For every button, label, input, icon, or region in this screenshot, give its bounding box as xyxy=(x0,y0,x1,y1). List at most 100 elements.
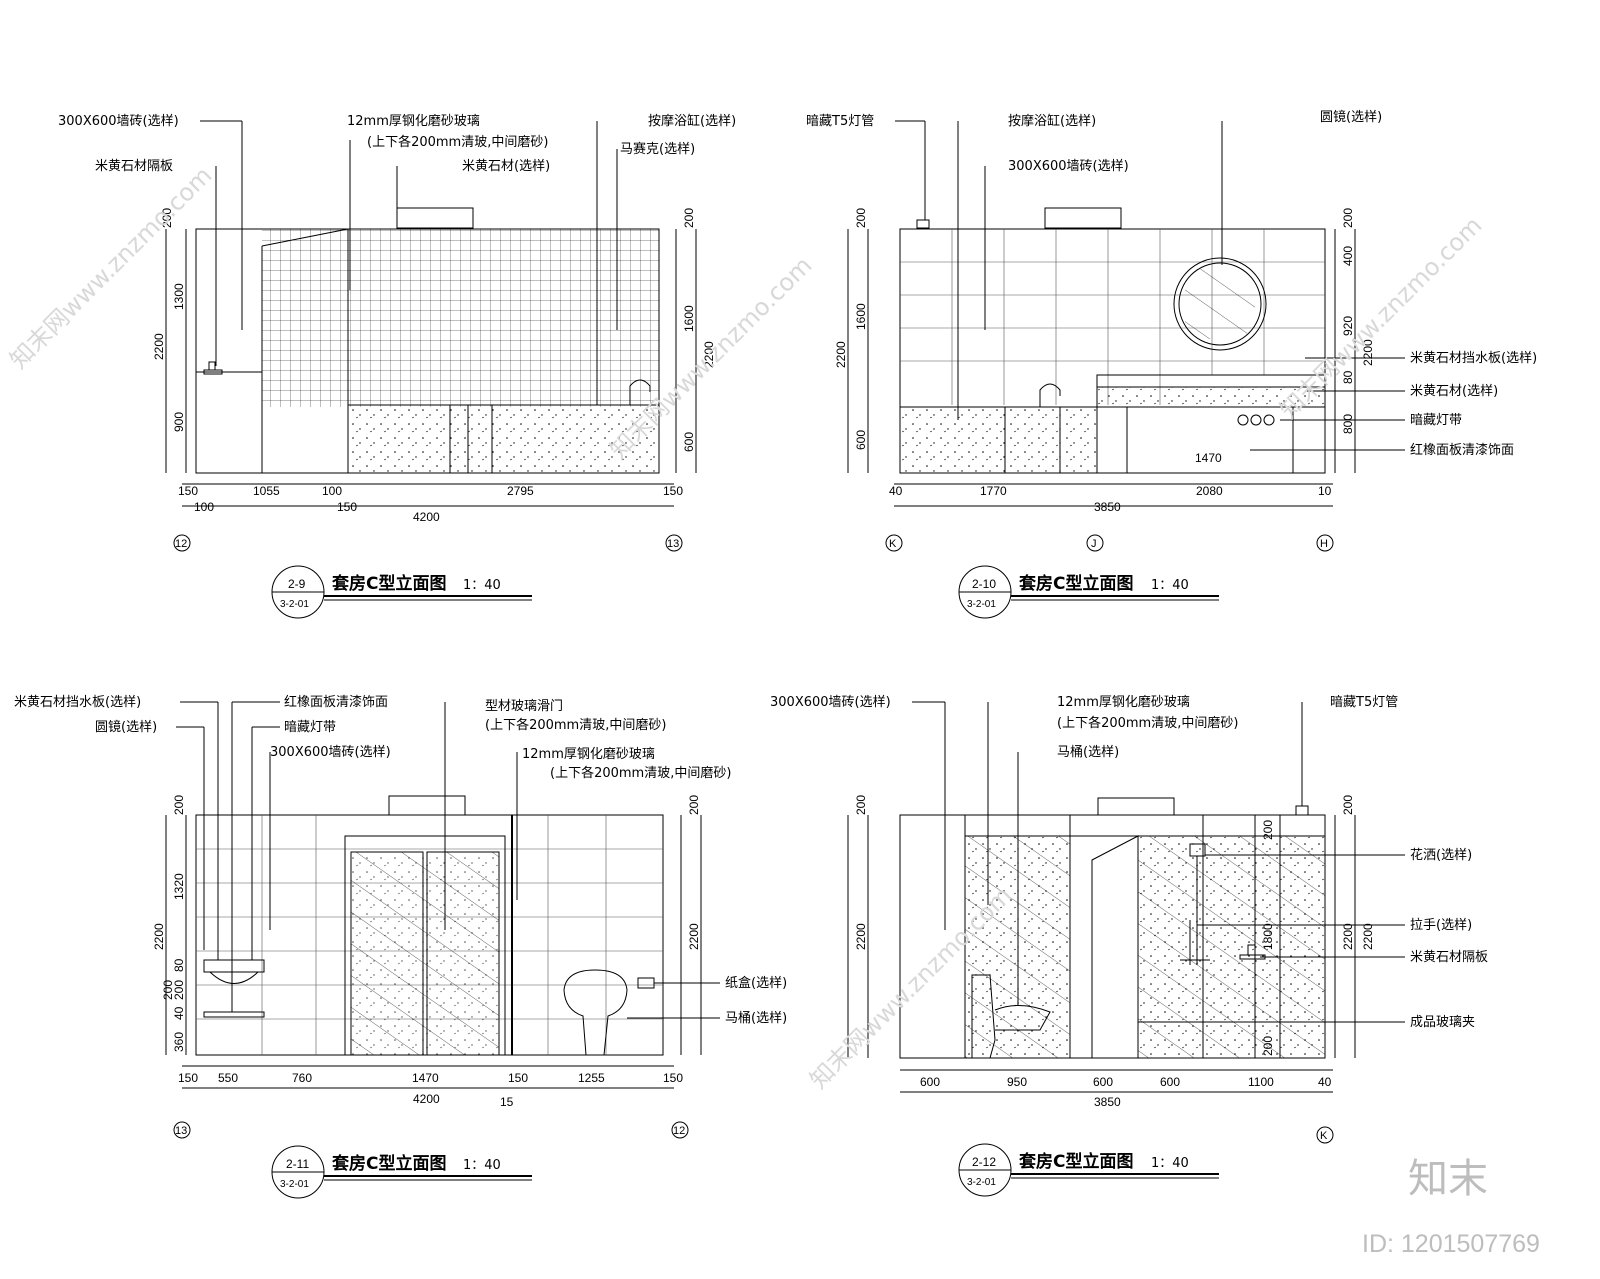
faucet-icon xyxy=(1039,383,1061,407)
dim-text: 80 xyxy=(172,958,186,972)
label: 米黄石材隔板 xyxy=(95,159,173,174)
view-number: 2-11 xyxy=(286,1157,309,1171)
toilet-icon xyxy=(563,969,628,1056)
label: 圆镜(选样) xyxy=(95,720,157,735)
stone-texture xyxy=(348,405,659,473)
dim-text: 600 xyxy=(1160,1075,1180,1089)
dim-text: 2200 xyxy=(854,923,868,950)
dim-text: 200 xyxy=(172,795,186,815)
label: 米黄石材(选样) xyxy=(462,159,550,174)
dim-text: 15 xyxy=(500,1095,514,1109)
dim-text: 2200 xyxy=(1341,923,1355,950)
dim-text: 1320 xyxy=(172,873,186,900)
dim-text: 600 xyxy=(1093,1075,1113,1089)
ceiling-lamp xyxy=(388,795,466,816)
dim-text: 40 xyxy=(1318,1075,1332,1089)
dim-text: 200 xyxy=(854,208,868,228)
dim-text: 2200 xyxy=(1361,339,1375,366)
label: 花洒(选样) xyxy=(1410,847,1472,863)
axis-label: K xyxy=(889,538,897,550)
mosaic-area xyxy=(262,229,659,407)
dim-text: 2200 xyxy=(687,923,701,950)
dim-text: 900 xyxy=(172,412,186,432)
label: 12mm厚钢化磨砂玻璃 xyxy=(522,747,655,762)
axis-label: 12 xyxy=(175,538,187,550)
view-scale: 1：40 xyxy=(1151,578,1189,593)
dim-text: 150 xyxy=(178,484,198,498)
label: 12mm厚钢化磨砂玻璃 xyxy=(347,114,480,129)
axis-label: 13 xyxy=(175,1125,187,1137)
dim-text: 80 xyxy=(1341,370,1355,384)
t5-lamp-icon xyxy=(916,219,930,229)
label: 300X600墙砖(选样) xyxy=(58,114,179,129)
dim-text: 3850 xyxy=(1094,500,1121,514)
view-number: 2-12 xyxy=(972,1155,996,1169)
dim-text: 950 xyxy=(1007,1075,1027,1089)
mirror-hatch xyxy=(1185,269,1255,339)
faucet-icon xyxy=(629,379,651,405)
dim-text: 1255 xyxy=(578,1071,605,1085)
label: 马桶(选样) xyxy=(1057,745,1119,760)
dim-text: 100 xyxy=(194,500,214,514)
label: 米黄石材挡水板(选样) xyxy=(14,695,141,710)
label: 成品玻璃夹 xyxy=(1410,1015,1475,1030)
view-scale: 1：40 xyxy=(463,1158,501,1173)
axis-label: 13 xyxy=(667,538,679,550)
view-title: 套房C型立面图 xyxy=(1018,1151,1133,1172)
hidden-light-strip xyxy=(203,1011,265,1018)
dim-text: 360 xyxy=(172,1032,186,1052)
view-number: 2-10 xyxy=(972,577,996,591)
label: 拉手(选样) xyxy=(1410,918,1472,933)
stone-splash xyxy=(203,959,265,973)
ceiling-lamp xyxy=(396,207,474,229)
dim-text: 2795 xyxy=(507,484,534,498)
axis-label: K xyxy=(1320,1130,1328,1142)
label: 300X600墙砖(选样) xyxy=(270,745,391,760)
dim-text: 760 xyxy=(292,1071,312,1085)
dim-text: 150 xyxy=(663,484,683,498)
dim-text: 150 xyxy=(663,1071,683,1085)
label: (上下各200mm清玻,中间磨砂) xyxy=(1057,715,1238,731)
label: 米黄石材挡水板(选样) xyxy=(1410,351,1537,366)
label: 按摩浴缸(选样) xyxy=(1008,113,1096,129)
soap-dispenser-icon xyxy=(203,361,223,375)
glass-door-open xyxy=(1091,835,1139,1059)
dim-text: 920 xyxy=(1341,316,1355,336)
axis-bubble xyxy=(665,534,683,552)
elevation-2-11: 米黄石材挡水板(选样) 圆镜(选样) 红橡面板清漆饰面 暗藏灯带 300X600… xyxy=(14,694,787,1199)
dim-text: 1770 xyxy=(980,484,1007,498)
dim-text: 150 xyxy=(508,1071,528,1085)
toilet-icon xyxy=(971,974,1051,1059)
ceiling-lamp xyxy=(1097,797,1175,816)
dim-text: 2200 xyxy=(1361,923,1375,950)
axis-label: 12 xyxy=(673,1125,685,1137)
dim-text: 600 xyxy=(682,432,696,452)
dim-text: 150 xyxy=(337,500,357,514)
label: 马桶(选样) xyxy=(725,1011,787,1026)
dim-text: 3850 xyxy=(1094,1095,1121,1109)
elevation-2-10: 暗藏T5灯管 按摩浴缸(选样) 300X600墙砖(选样) 圆镜(选样) 米黄石… xyxy=(806,110,1537,619)
label: 暗藏灯带 xyxy=(284,720,336,735)
dim-text: 40 xyxy=(889,484,903,498)
t5-lamp-icon xyxy=(1295,805,1309,816)
dim-text: 4200 xyxy=(413,510,440,524)
dim-text: 600 xyxy=(854,430,868,450)
dim-text: 200 xyxy=(1261,820,1275,840)
label: (上下各200mm清玻,中间磨砂) xyxy=(367,134,548,150)
dim-text: 400 xyxy=(1341,246,1355,266)
dim-text: 600 xyxy=(920,1075,940,1089)
label: 红橡面板清漆饰面 xyxy=(1410,442,1514,458)
dim-text: 200 xyxy=(854,795,868,815)
wall-tile-grid xyxy=(900,229,1325,405)
dim-text: 200 xyxy=(161,980,175,1000)
dim-text: 150 xyxy=(178,1071,198,1085)
label: 纸盒(选样) xyxy=(725,975,787,991)
axis-bubble xyxy=(173,534,191,552)
label: 暗藏灯带 xyxy=(1410,413,1462,428)
watermark-logo: 知末 xyxy=(1408,1156,1488,1202)
dim-text: 2200 xyxy=(152,923,166,950)
elevation-2-9: 300X600墙砖(选样) 米黄石材隔板 12mm厚钢化磨砂玻璃 (上下各200… xyxy=(58,113,736,619)
grab-handle-icon xyxy=(1180,920,1210,965)
dim-text: 550 xyxy=(218,1071,238,1085)
